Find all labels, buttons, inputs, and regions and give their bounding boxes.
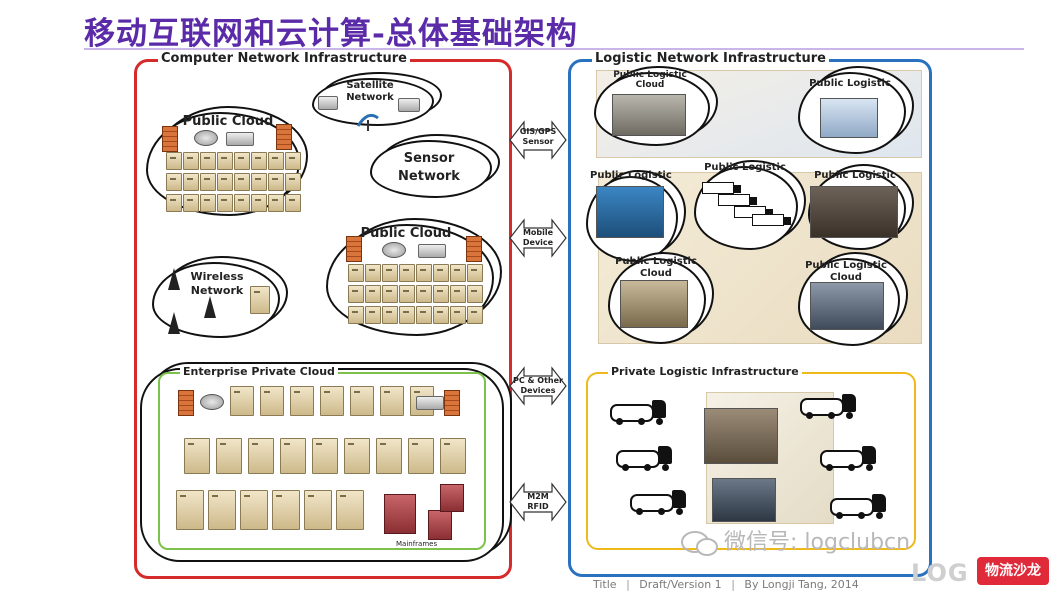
satellite-icon (398, 98, 420, 112)
warehouse-photo (620, 280, 688, 328)
private-logistic-title: Private Logistic Infrastructure (608, 365, 802, 378)
double-arrow-connector (509, 120, 567, 160)
port-photo (612, 94, 686, 136)
truck-icon (702, 182, 741, 194)
computer-network-title: Computer Network Infrastructure (158, 51, 410, 66)
enterprise-private-cloud-title: Enterprise Private Cloud (180, 365, 338, 378)
switch-icon (226, 132, 254, 146)
storage-server-row (176, 490, 366, 530)
satellite-network-label: Satellite Network (346, 80, 394, 103)
wechat-watermark: 微信号: logclubcn (724, 530, 911, 555)
sensor-network-cloud (370, 140, 492, 198)
connector-label: Mobile Device (522, 228, 554, 247)
router-icon (200, 394, 224, 410)
tanker-truck-icon (610, 400, 672, 426)
cargo-ship-photo (596, 186, 664, 238)
firewall-icon (178, 390, 194, 416)
tanker-truck-icon (820, 446, 882, 472)
wechat-icon (681, 531, 718, 556)
firewall-icon (346, 236, 362, 262)
double-arrow-connector (509, 482, 567, 522)
firewall-icon (276, 124, 292, 150)
server-rack-group (348, 264, 483, 324)
footer-author: By Longji Tang, 2014 (744, 578, 859, 591)
warehouse-photo (704, 408, 778, 464)
public-logistic-cloud-label: Public Logistic (704, 162, 786, 173)
mainframes-label: Mainframes (396, 540, 438, 548)
mainframe-icon (384, 494, 416, 534)
sorting-center-photo (712, 478, 776, 522)
logistic-network-title: Logistic Network Infrastructure (592, 51, 830, 66)
wireless-network-label: Wireless Network (190, 270, 244, 297)
mainframe-icon (440, 484, 464, 512)
public-logistic-cloud-label: Public Logistic (809, 78, 891, 89)
firewall-icon (444, 390, 460, 416)
slide-title: 移动互联网和云计算-总体基础架构 (84, 16, 578, 52)
tanker-truck-icon (630, 490, 692, 516)
firewall-icon (162, 126, 178, 152)
footer-separator: | (626, 578, 630, 591)
connector-label: GIS/GPS Sensor (519, 127, 557, 146)
footer-title: Title (593, 578, 617, 591)
connector-label: PC & Other Devices (513, 376, 563, 395)
public-logistic-cloud-label: Public Logistic (590, 170, 672, 181)
tanker-truck-icon (800, 394, 862, 420)
slide-footer: Title | Draft/Version 1 | By Longji Tang… (593, 578, 859, 591)
firewall-icon (466, 236, 482, 262)
radio-tower-icon (168, 312, 180, 334)
logo-badge: 物流沙龙 (977, 557, 1049, 585)
radio-tower-icon (168, 268, 180, 290)
public-cloud-2-label: Public Cloud (360, 226, 452, 241)
distribution-center-photo (810, 282, 884, 330)
double-arrow-connector (509, 366, 567, 406)
switch-icon (416, 396, 444, 410)
freight-yard-photo (810, 186, 898, 238)
satellite-icon (318, 96, 338, 110)
public-cloud-1-label: Public Cloud (182, 114, 274, 129)
switch-icon (418, 244, 446, 258)
tanker-truck-icon (830, 494, 892, 520)
truck-icon (718, 194, 757, 206)
logclub-logo: LOG 物流沙龙 (905, 553, 1055, 593)
footer-version: Draft/Version 1 (639, 578, 722, 591)
tanker-truck-icon (616, 446, 678, 472)
router-icon (194, 130, 218, 146)
sensor-network-label: Sensor Network (398, 151, 460, 184)
truck-icon (752, 214, 791, 226)
router-icon (382, 242, 406, 258)
mainframe-icon (428, 510, 452, 540)
footer-separator: | (731, 578, 735, 591)
connector-label: M2M RFID (527, 492, 549, 511)
satellite-dish-icon (356, 113, 379, 131)
double-arrow-connector (509, 218, 567, 258)
server-icon (250, 286, 270, 314)
server-row (230, 386, 436, 416)
airplane-photo (820, 98, 878, 138)
public-logistic-cloud-label: Public Logistic Cloud (615, 256, 697, 279)
title-divider (84, 48, 1024, 50)
server-rack-group (166, 152, 301, 212)
public-logistic-cloud-label: Public Logistic Cloud (613, 70, 687, 90)
radio-tower-icon (204, 296, 216, 318)
public-logistic-cloud-label: Public Logistic Cloud (805, 260, 887, 283)
logo-text: LOG (911, 559, 969, 587)
public-logistic-cloud-label: Public Logistic (814, 170, 896, 181)
server-cluster-row (184, 438, 470, 474)
